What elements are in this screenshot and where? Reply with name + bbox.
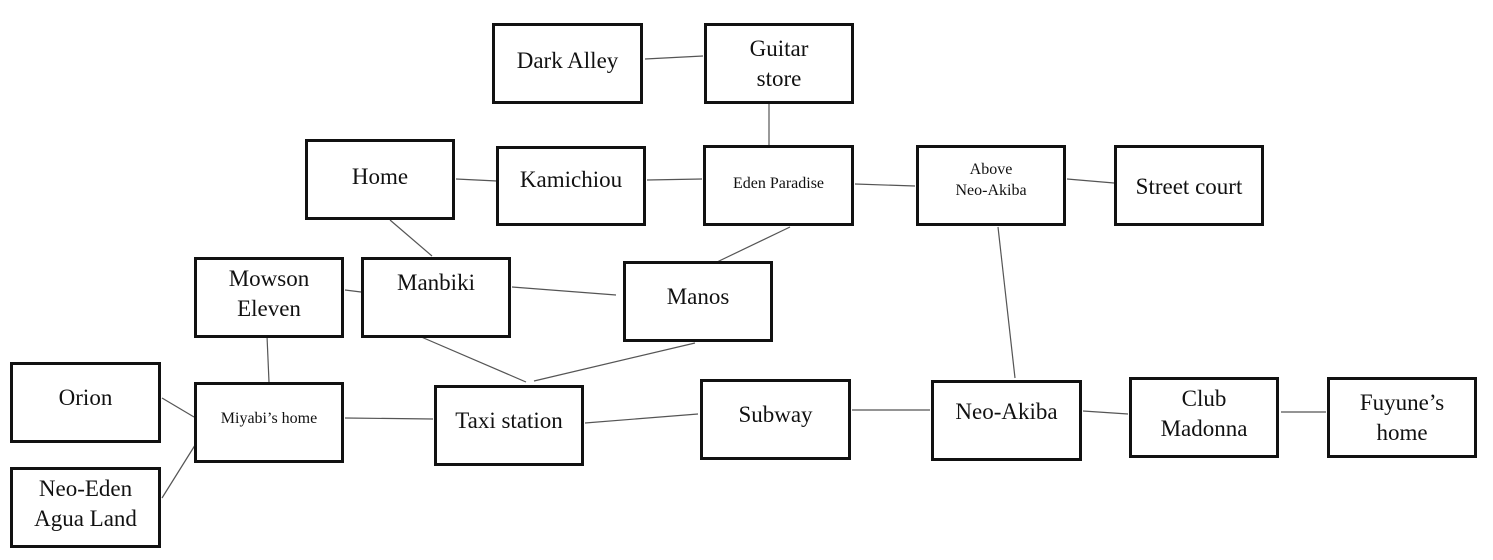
edge-mowson-eleven-to-manbiki (344, 289, 362, 293)
edge-taxi-station-to-subway (584, 413, 699, 424)
edge-home-to-manbiki (389, 219, 433, 257)
node-label-line1: Fuyune’s (1359, 390, 1445, 415)
node-mowson-eleven: Mowson Eleven (194, 257, 344, 338)
edge-eden-paradise-to-manos (716, 226, 791, 263)
node-neo-akiba: Neo-Akiba (931, 380, 1082, 461)
edge-miyabis-home-to-taxi-station (344, 417, 434, 420)
edge-manbiki-to-manos (511, 286, 617, 296)
node-label-line1: Above (969, 161, 1013, 178)
edge-home-to-kamichiou (455, 178, 498, 182)
node-manos: Manos (623, 261, 773, 342)
edge-orion-to-miyabis-home (161, 397, 195, 418)
edge-neo-akiba-to-club-madonna (1082, 410, 1129, 415)
edge-mowson-eleven-to-miyabis-home (266, 335, 270, 383)
node-dark-alley: Dark Alley (492, 23, 643, 104)
node-label: Manbiki (397, 270, 475, 295)
node-label-line2: Eleven (237, 295, 301, 321)
node-label-line2: store (756, 65, 802, 91)
node-label-line2: Neo-Akiba (955, 181, 1027, 199)
node-label-line1: Club (1181, 386, 1227, 411)
node-label: Miyabi’s home (220, 410, 318, 427)
node-orion: Orion (10, 362, 161, 443)
node-label: Kamichiou (519, 167, 623, 192)
node-label-line2: Agua Land (34, 505, 137, 531)
node-fuyunes-home: Fuyune’s home (1327, 377, 1477, 458)
node-street-court: Street court (1114, 145, 1264, 226)
node-club-madonna: Club Madonna (1129, 377, 1279, 458)
node-label: Dark Alley (516, 48, 619, 73)
node-label: Street court (1135, 174, 1243, 199)
node-neo-eden-agua-land: Neo-Eden Agua Land (10, 467, 161, 548)
node-home: Home (305, 139, 455, 220)
edge-dark-alley-to-guitar-store (644, 55, 704, 60)
edge-kamichiou-to-eden-paradise (646, 178, 703, 181)
node-label: Home (351, 164, 409, 189)
node-label: Subway (738, 402, 813, 427)
node-label: Orion (58, 385, 113, 410)
node-miyabis-home: Miyabi’s home (194, 382, 344, 463)
node-label: Manos (666, 284, 730, 309)
node-label-line1: Neo-Eden (38, 476, 133, 501)
node-kamichiou: Kamichiou (496, 146, 646, 226)
node-eden-paradise: Eden Paradise (703, 145, 854, 226)
edge-above-neo-akiba-to-street-court (1066, 178, 1115, 184)
node-label-line1: Mowson (228, 266, 310, 291)
node-label-line2: Madonna (1160, 415, 1248, 441)
node-label: Neo-Akiba (955, 399, 1058, 424)
node-above-neo-akiba: Above Neo-Akiba (916, 145, 1066, 226)
node-label-line2: home (1376, 419, 1428, 445)
node-subway: Subway (700, 379, 851, 460)
node-guitar-store: Guitar store (704, 23, 854, 104)
node-label: Taxi station (455, 408, 563, 433)
node-taxi-station: Taxi station (434, 385, 584, 466)
edge-manbiki-to-taxi-station (418, 335, 527, 383)
edge-above-neo-akiba-to-neo-akiba (997, 226, 1016, 379)
node-label: Eden Paradise (732, 175, 825, 192)
node-label-line1: Guitar (749, 36, 809, 61)
node-manbiki: Manbiki (361, 257, 511, 338)
edge-eden-paradise-to-above-neo-akiba (854, 183, 916, 187)
edge-manos-to-taxi-station (533, 342, 696, 382)
edge-neo-eden-agua-land-to-miyabis-home (161, 441, 198, 499)
